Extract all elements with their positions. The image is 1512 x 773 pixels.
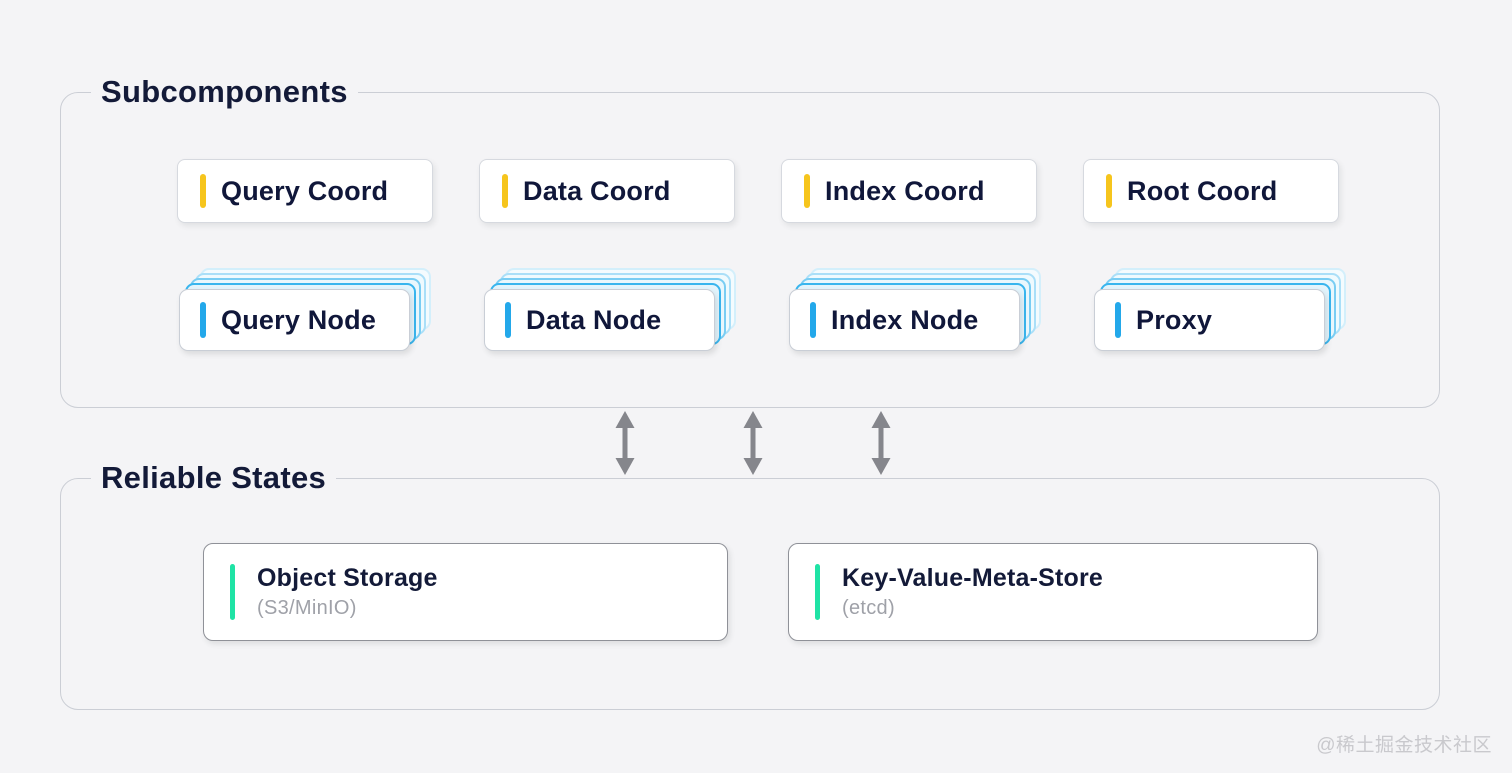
blue-accent-bar: [200, 302, 206, 338]
root-coord-card: Root Coord: [1083, 159, 1339, 223]
proxy-card: Proxy: [1094, 289, 1325, 351]
data-node-stack: Data Node: [484, 268, 736, 351]
yellow-accent-bar: [502, 174, 508, 208]
subcomponents-group-title: Subcomponents: [91, 70, 358, 114]
watermark-text: @稀土掘金技术社区: [1316, 735, 1492, 756]
object-storage-subtitle: (S3/MinIO): [257, 597, 357, 619]
index-coord-card: Index Coord: [781, 159, 1037, 223]
key-value-meta-store-subtitle: (etcd): [842, 597, 895, 619]
index-node-card: Index Node: [789, 289, 1020, 351]
data-coord-label: Data Coord: [523, 175, 671, 206]
subcomponents-group: Subcomponents Query Coord Data Coord Ind…: [60, 70, 1440, 408]
bidirectional-arrow-icon: [871, 411, 891, 475]
yellow-accent-bar: [1106, 174, 1112, 208]
object-storage-title: Object Storage: [257, 564, 438, 592]
bidirectional-arrow-icon: [615, 411, 635, 475]
key-value-meta-store-title: Key-Value-Meta-Store: [842, 564, 1104, 592]
index-node-label: Index Node: [831, 304, 979, 335]
query-coord-label: Query Coord: [221, 175, 389, 206]
data-node-card: Data Node: [484, 289, 715, 351]
proxy-label: Proxy: [1136, 304, 1213, 335]
query-coord-card: Query Coord: [177, 159, 433, 223]
yellow-accent-bar: [200, 174, 206, 208]
query-node-card: Query Node: [179, 289, 410, 351]
query-node-stack: Query Node: [179, 268, 431, 351]
reliable-states-group-title: Reliable States: [91, 456, 337, 500]
object-storage-card: Object Storage (S3/MinIO): [203, 543, 728, 641]
query-node-label: Query Node: [221, 304, 377, 335]
proxy-stack: Proxy: [1094, 268, 1346, 351]
yellow-accent-bar: [804, 174, 810, 208]
key-value-meta-store-card: Key-Value-Meta-Store (etcd): [788, 543, 1318, 641]
green-accent-bar: [815, 564, 820, 620]
index-coord-label: Index Coord: [825, 175, 985, 206]
data-node-label: Data Node: [526, 304, 662, 335]
data-coord-card: Data Coord: [479, 159, 735, 223]
reliable-states-group: Reliable States Object Storage (S3/MinIO…: [60, 456, 1440, 710]
blue-accent-bar: [810, 302, 816, 338]
blue-accent-bar: [1115, 302, 1121, 338]
blue-accent-bar: [505, 302, 511, 338]
green-accent-bar: [230, 564, 235, 620]
root-coord-label: Root Coord: [1127, 175, 1278, 206]
index-node-stack: Index Node: [789, 268, 1041, 351]
bidirectional-arrow-icon: [743, 411, 763, 475]
